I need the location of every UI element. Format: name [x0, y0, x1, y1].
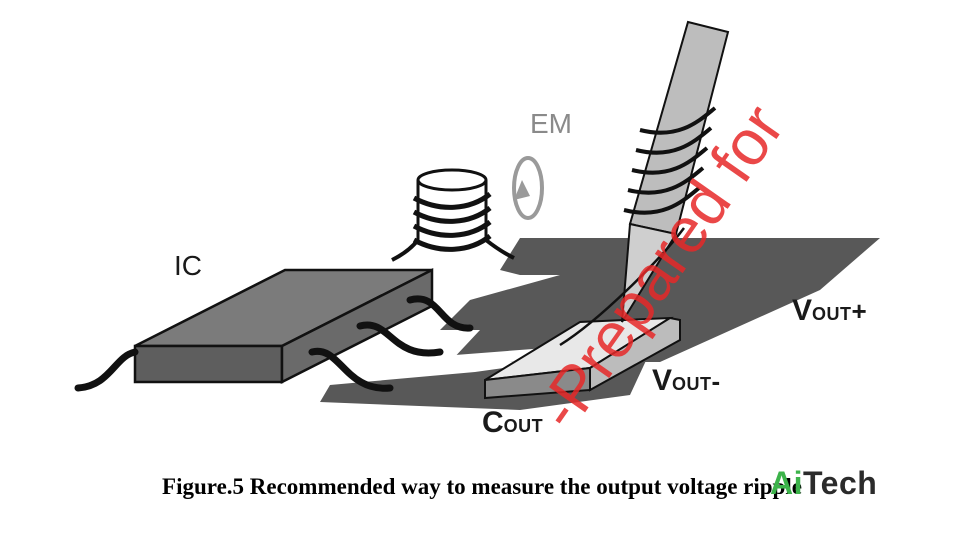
capacitor-side — [589, 316, 681, 392]
probe — [559, 20, 730, 347]
ic-lead-left — [74, 348, 139, 392]
ic-lead-1 — [308, 347, 394, 392]
vout-plus-sign: + — [851, 296, 867, 326]
brand-ai: Ai — [770, 465, 803, 501]
em-field-arrow-icon — [512, 156, 544, 220]
vout-minus-label: VOUT- — [652, 364, 720, 398]
probe-ground-wire — [559, 227, 685, 347]
cout-main: C — [482, 406, 504, 439]
ic-lead-2 — [356, 321, 444, 357]
vout-minus-sub: OUT — [672, 374, 712, 394]
cout-sub: OUT — [503, 416, 544, 436]
vout-plus-main: V — [792, 294, 813, 327]
ic-lead-3 — [406, 295, 474, 332]
ic-label: IC — [174, 250, 202, 281]
cout-label: COUT — [482, 406, 543, 440]
vout-plus-plane — [440, 238, 880, 362]
vout-plus-label: VOUT+ — [792, 294, 867, 328]
ic-front — [133, 344, 284, 384]
brand-logo: AiTech — [770, 465, 877, 502]
inductor-coil — [391, 168, 515, 262]
brand-tech: Tech — [803, 465, 878, 501]
figure-caption: Figure.5 Recommended way to measure the … — [162, 474, 802, 499]
em-label: EM — [530, 108, 572, 139]
vout-plus-sub: OUT — [812, 304, 852, 324]
vout-minus-sign: - — [711, 366, 721, 396]
vout-minus-main: V — [652, 364, 673, 397]
